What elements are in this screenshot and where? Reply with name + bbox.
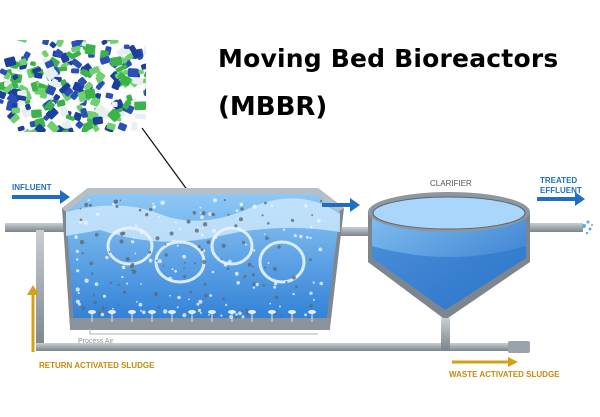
effluent-label: EFFLUENT [540,186,582,195]
clarifier-label: CLARIFIER [430,179,472,188]
influent-pipe [5,223,75,232]
transfer-pipe [330,227,372,236]
influent-label: INFLUENT [12,183,52,192]
carrier-media-photo [0,40,146,132]
flow-arrows [12,190,585,212]
return-sludge-pipe [36,230,44,350]
sludge-arrows [31,293,510,364]
effluent-pipe [528,223,583,232]
treated-label: TREATED [540,176,577,185]
mbbr-tank [62,188,344,335]
return-sludge-label: RETURN ACTIVATED SLUDGE [39,361,155,370]
process-air-label: Process Air [78,338,114,345]
title-line-2: (MBBR) [218,92,328,122]
waste-sludge-label: WASTE ACTIVATED SLUDGE [449,370,560,379]
title-line-1: Moving Bed Bioreactors [218,44,559,73]
clarifier-tank [368,192,530,318]
